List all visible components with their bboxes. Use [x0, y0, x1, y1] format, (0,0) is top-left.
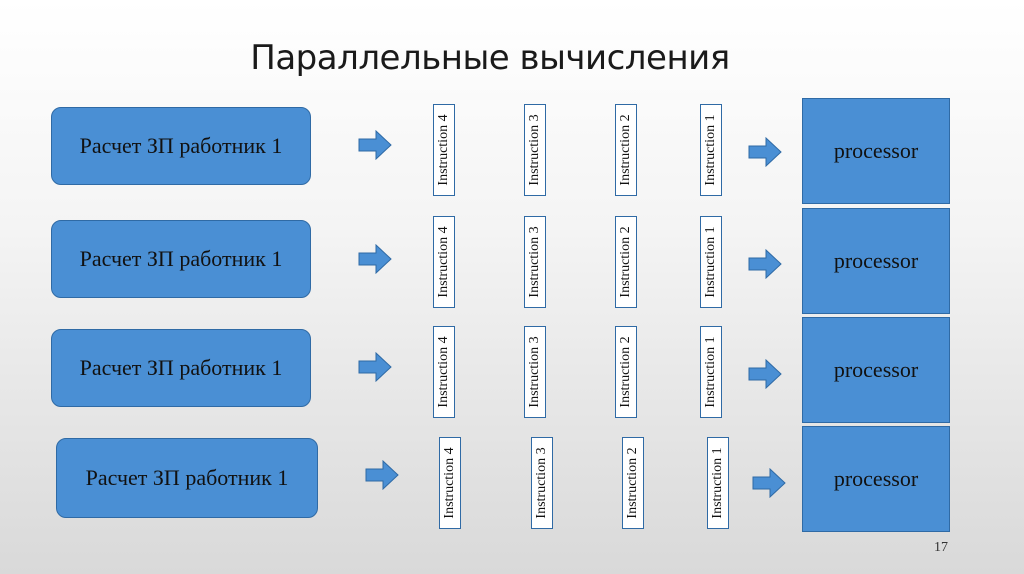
- instruction-block: Instruction 1: [707, 437, 729, 529]
- pipeline-row-2: Расчет ЗП работник 1 Instruction 4 Instr…: [0, 208, 1024, 314]
- arrow-right-icon: [358, 244, 392, 274]
- instruction-block: Instruction 4: [433, 216, 455, 308]
- task-box: Расчет ЗП работник 1: [56, 438, 318, 518]
- pipeline-row-3: Расчет ЗП работник 1 Instruction 4 Instr…: [0, 317, 1024, 423]
- instruction-block: Instruction 3: [531, 437, 553, 529]
- instruction-block: Instruction 2: [615, 326, 637, 418]
- instruction-block: Instruction 2: [615, 104, 637, 196]
- arrow-right-icon: [748, 137, 782, 167]
- instruction-block: Instruction 2: [615, 216, 637, 308]
- arrow-right-icon: [358, 130, 392, 160]
- arrow-right-icon: [358, 352, 392, 382]
- instruction-block: Instruction 1: [700, 104, 722, 196]
- instruction-block: Instruction 4: [433, 326, 455, 418]
- instruction-block: Instruction 3: [524, 104, 546, 196]
- arrow-right-icon: [748, 249, 782, 279]
- instruction-block: Instruction 1: [700, 216, 722, 308]
- arrow-right-icon: [365, 460, 399, 490]
- task-box: Расчет ЗП работник 1: [51, 107, 311, 185]
- page-number: 17: [934, 540, 948, 555]
- pipeline-row-1: Расчет ЗП работник 1 Instruction 4 Instr…: [0, 98, 1024, 204]
- instruction-block: Instruction 3: [524, 326, 546, 418]
- slide-title: Параллельные вычисления: [250, 38, 730, 78]
- task-box: Расчет ЗП работник 1: [51, 329, 311, 407]
- processor-box: processor: [802, 208, 950, 314]
- pipeline-row-4: Расчет ЗП работник 1 Instruction 4 Instr…: [0, 426, 1024, 532]
- instruction-block: Instruction 4: [439, 437, 461, 529]
- instruction-block: Instruction 3: [524, 216, 546, 308]
- processor-box: processor: [802, 317, 950, 423]
- arrow-right-icon: [748, 359, 782, 389]
- instruction-block: Instruction 2: [622, 437, 644, 529]
- arrow-right-icon: [752, 468, 786, 498]
- processor-box: processor: [802, 98, 950, 204]
- task-box: Расчет ЗП работник 1: [51, 220, 311, 298]
- instruction-block: Instruction 1: [700, 326, 722, 418]
- instruction-block: Instruction 4: [433, 104, 455, 196]
- processor-box: processor: [802, 426, 950, 532]
